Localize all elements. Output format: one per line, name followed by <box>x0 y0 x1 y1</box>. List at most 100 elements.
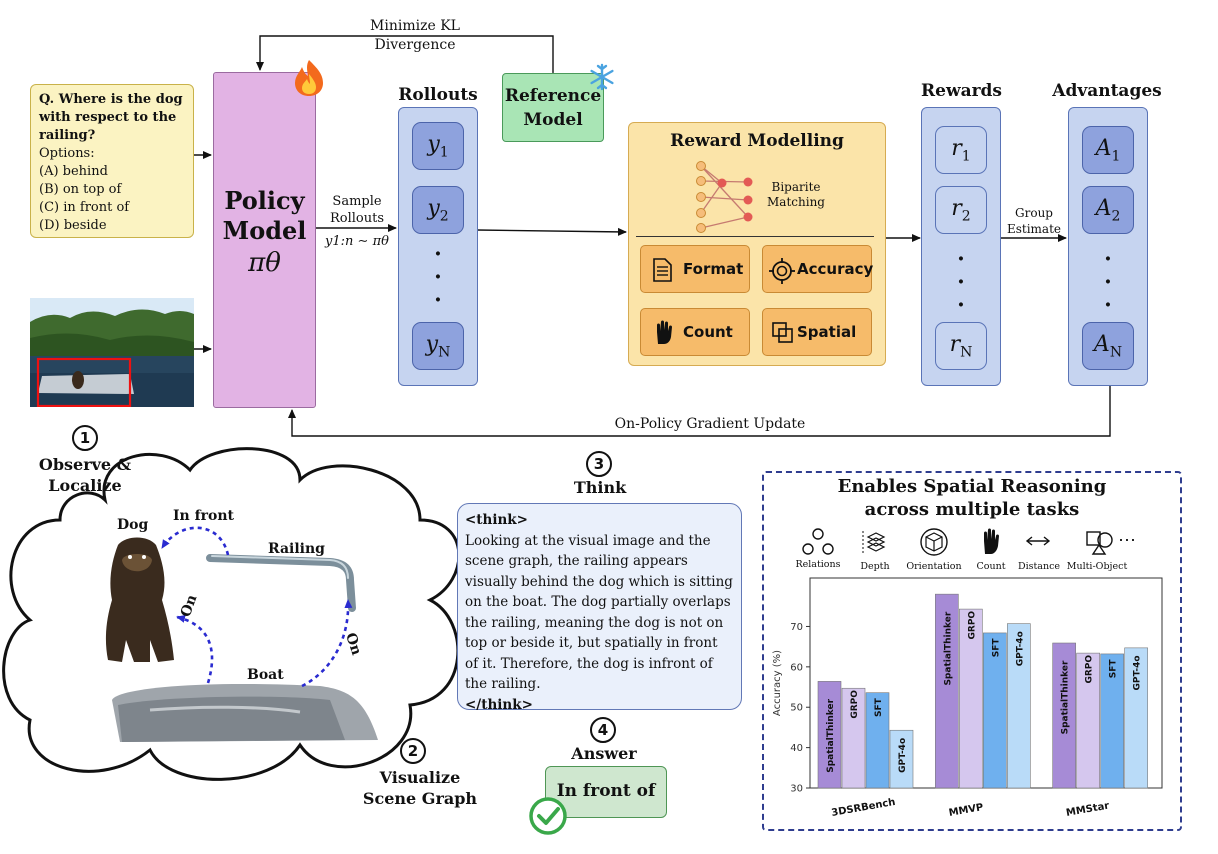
node-railing: Railing <box>268 541 325 557</box>
bar-series-label: GRPO <box>967 611 977 640</box>
reward-divider <box>636 236 874 237</box>
x-category-label: MMStar <box>1065 801 1110 819</box>
rollout-ellipsis: ··· <box>434 241 442 313</box>
reward-rN: rN <box>935 322 987 370</box>
step2-label: Visualize Scene Graph <box>350 767 490 809</box>
count-chip: Count <box>640 308 750 356</box>
x-category-label: MMVP <box>948 802 984 819</box>
orientation-icon <box>920 528 948 556</box>
think-body: Looking at the visual image and the scen… <box>465 532 733 693</box>
think-open-tag: <think> <box>465 512 528 528</box>
rollout-yN: yN <box>412 322 464 370</box>
bar-series-label: SFT <box>991 638 1001 658</box>
step4-label: Answer <box>571 744 637 763</box>
x-category-label: 3DSRBench <box>831 797 897 819</box>
option-b: (B) on top of <box>39 182 122 197</box>
policy-label-line2: Model <box>222 216 307 245</box>
option-a: (A) behind <box>39 164 108 179</box>
step2-line1: Visualize <box>379 768 461 787</box>
option-c: (C) in front of <box>39 200 130 215</box>
bar-series-label: SpatialThinker <box>1061 660 1071 734</box>
bar-series-label: GPT-4o <box>1133 655 1143 690</box>
bar-mmstar-2 <box>1100 653 1124 789</box>
think-box: <think> Looking at the visual image and … <box>457 503 742 713</box>
y-tick-label: 40 <box>790 743 803 754</box>
bar-mmstar-1 <box>1076 652 1100 789</box>
task-depth: Depth <box>860 561 890 572</box>
task-relations: Relations <box>795 559 841 570</box>
gradient-arrow <box>288 386 1111 437</box>
step2-line2: Scene Graph <box>362 789 478 808</box>
kl-arrow <box>256 35 557 80</box>
question-box: Q. Where is the dog with respect to the … <box>30 84 194 238</box>
reward-r2: r2 <box>935 186 987 234</box>
panel-title: Enables Spatial Reasoning across multipl… <box>762 475 1182 521</box>
policy-symbol: πθ <box>248 248 281 278</box>
bar-3dsrbench-3 <box>889 729 914 789</box>
bar-series-label: GRPO <box>1085 655 1095 684</box>
policy-label: Policy Model <box>213 186 316 246</box>
edge-in-front <box>160 526 230 556</box>
reference-line1: Reference <box>504 86 602 106</box>
count-hand-icon <box>984 528 999 554</box>
format-label: Format <box>683 260 744 278</box>
think-close-tag: </think> <box>465 696 533 713</box>
y-tick-label: 60 <box>790 662 803 673</box>
reference-model: Reference Model <box>502 73 604 142</box>
step2-number: 2 <box>400 738 426 764</box>
bar-mmstar-0 <box>1052 642 1076 789</box>
spatial-chip: Spatial <box>762 308 872 356</box>
rewards-title: Rewards <box>921 81 1003 101</box>
dog-image <box>105 537 174 662</box>
count-label: Count <box>683 323 733 341</box>
bar-mmvp-3 <box>1007 623 1031 789</box>
hand-icon <box>657 320 672 344</box>
question-text: Q. Where is the dog with respect to the … <box>39 92 183 143</box>
answer-box: In front of <box>545 766 667 818</box>
bipartite-line2: Matching <box>767 195 825 209</box>
check-circle-icon <box>529 797 567 835</box>
rollouts-column: y1 y2 ··· yN <box>398 107 478 386</box>
scene-graph <box>105 526 378 742</box>
bar-series-label: GRPO <box>850 690 860 719</box>
sample-line2: Rollouts <box>329 211 385 226</box>
step3-label: Think <box>573 478 627 497</box>
rollouts-title: Rollouts <box>398 85 478 105</box>
bipartite-graph-icon <box>696 161 753 233</box>
kl-label-line2: Divergence <box>374 37 456 53</box>
bar-mmvp-0 <box>935 593 959 789</box>
accuracy-label: Accuracy <box>797 260 874 278</box>
options-label: Options: <box>39 146 95 161</box>
fire-icon <box>295 60 323 96</box>
more-tasks: ⋯ <box>1118 530 1136 551</box>
step1-number: 1 <box>72 425 98 451</box>
group-line2: Estimate <box>1006 222 1062 236</box>
bar-3dsrbench-0 <box>817 681 842 789</box>
panel-title-line1: Enables Spatial Reasoning <box>837 476 1107 497</box>
reward-r1: r1 <box>935 126 987 174</box>
kl-label: Minimize KL Divergence <box>340 17 490 55</box>
spatial-reasoning-panel <box>762 471 1182 831</box>
bar-series-label: SFT <box>1109 659 1119 679</box>
relations-icon <box>802 528 834 555</box>
panel-title-line2: across multiple tasks <box>864 499 1080 520</box>
bipartite-label: Biparite Matching <box>766 180 826 210</box>
rollout-y2: y2 <box>412 186 464 234</box>
advantages-title: Advantages <box>1052 81 1162 101</box>
accuracy-chip: Accuracy <box>762 245 874 293</box>
bar-series-label: GPT-4o <box>1015 631 1025 666</box>
spatial-label: Spatial <box>797 323 857 341</box>
bar-3dsrbench-1 <box>841 687 866 789</box>
edge-on-left <box>176 615 214 684</box>
sample-formula: y1:n ∼ πθ <box>325 234 389 249</box>
sample-line1: Sample <box>332 194 382 209</box>
bar-series-label: SpatialThinker <box>943 611 953 685</box>
advantage-ellipsis: ··· <box>1104 246 1112 318</box>
gradient-label: On-Policy Gradient Update <box>614 416 806 432</box>
overlap-squares-icon <box>772 322 793 343</box>
target-icon <box>769 258 795 284</box>
reward-ellipsis: ··· <box>957 246 965 318</box>
edge-on-right <box>301 599 353 688</box>
document-icon <box>653 258 672 282</box>
